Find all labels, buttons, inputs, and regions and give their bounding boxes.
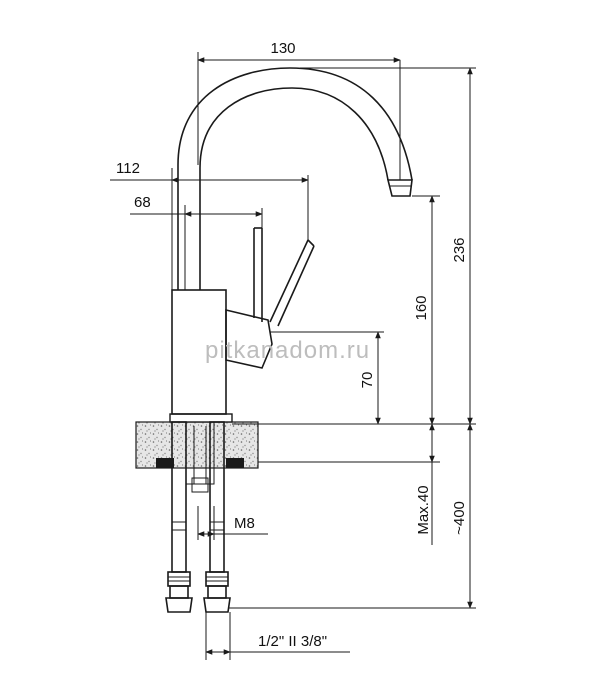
extension-lines [171,52,476,660]
dim-height-total-label: 236 [451,237,468,262]
dim-height-spout-label: 160 [413,295,430,320]
lever-handle [225,227,315,369]
spout [177,67,413,290]
dim-thread-connection-label: 1/2" II 3/8" [258,633,327,650]
dim-thread-stud-label: M8 [234,515,255,532]
dim-thickness-max-label: Max.40 [415,485,432,534]
dim-width-lever-label: 112 [116,160,140,177]
hose-right [203,421,231,613]
watermark-text: pitkanadom.ru [205,337,370,364]
hose-left [165,421,193,613]
dim-height-lever-label: 70 [359,372,376,389]
dim-hose-length-label: ~400 [451,501,468,535]
dim-width-top-label: 130 [270,40,295,57]
dimension-lines [110,57,473,655]
dim-width-body-label: 68 [134,194,151,211]
